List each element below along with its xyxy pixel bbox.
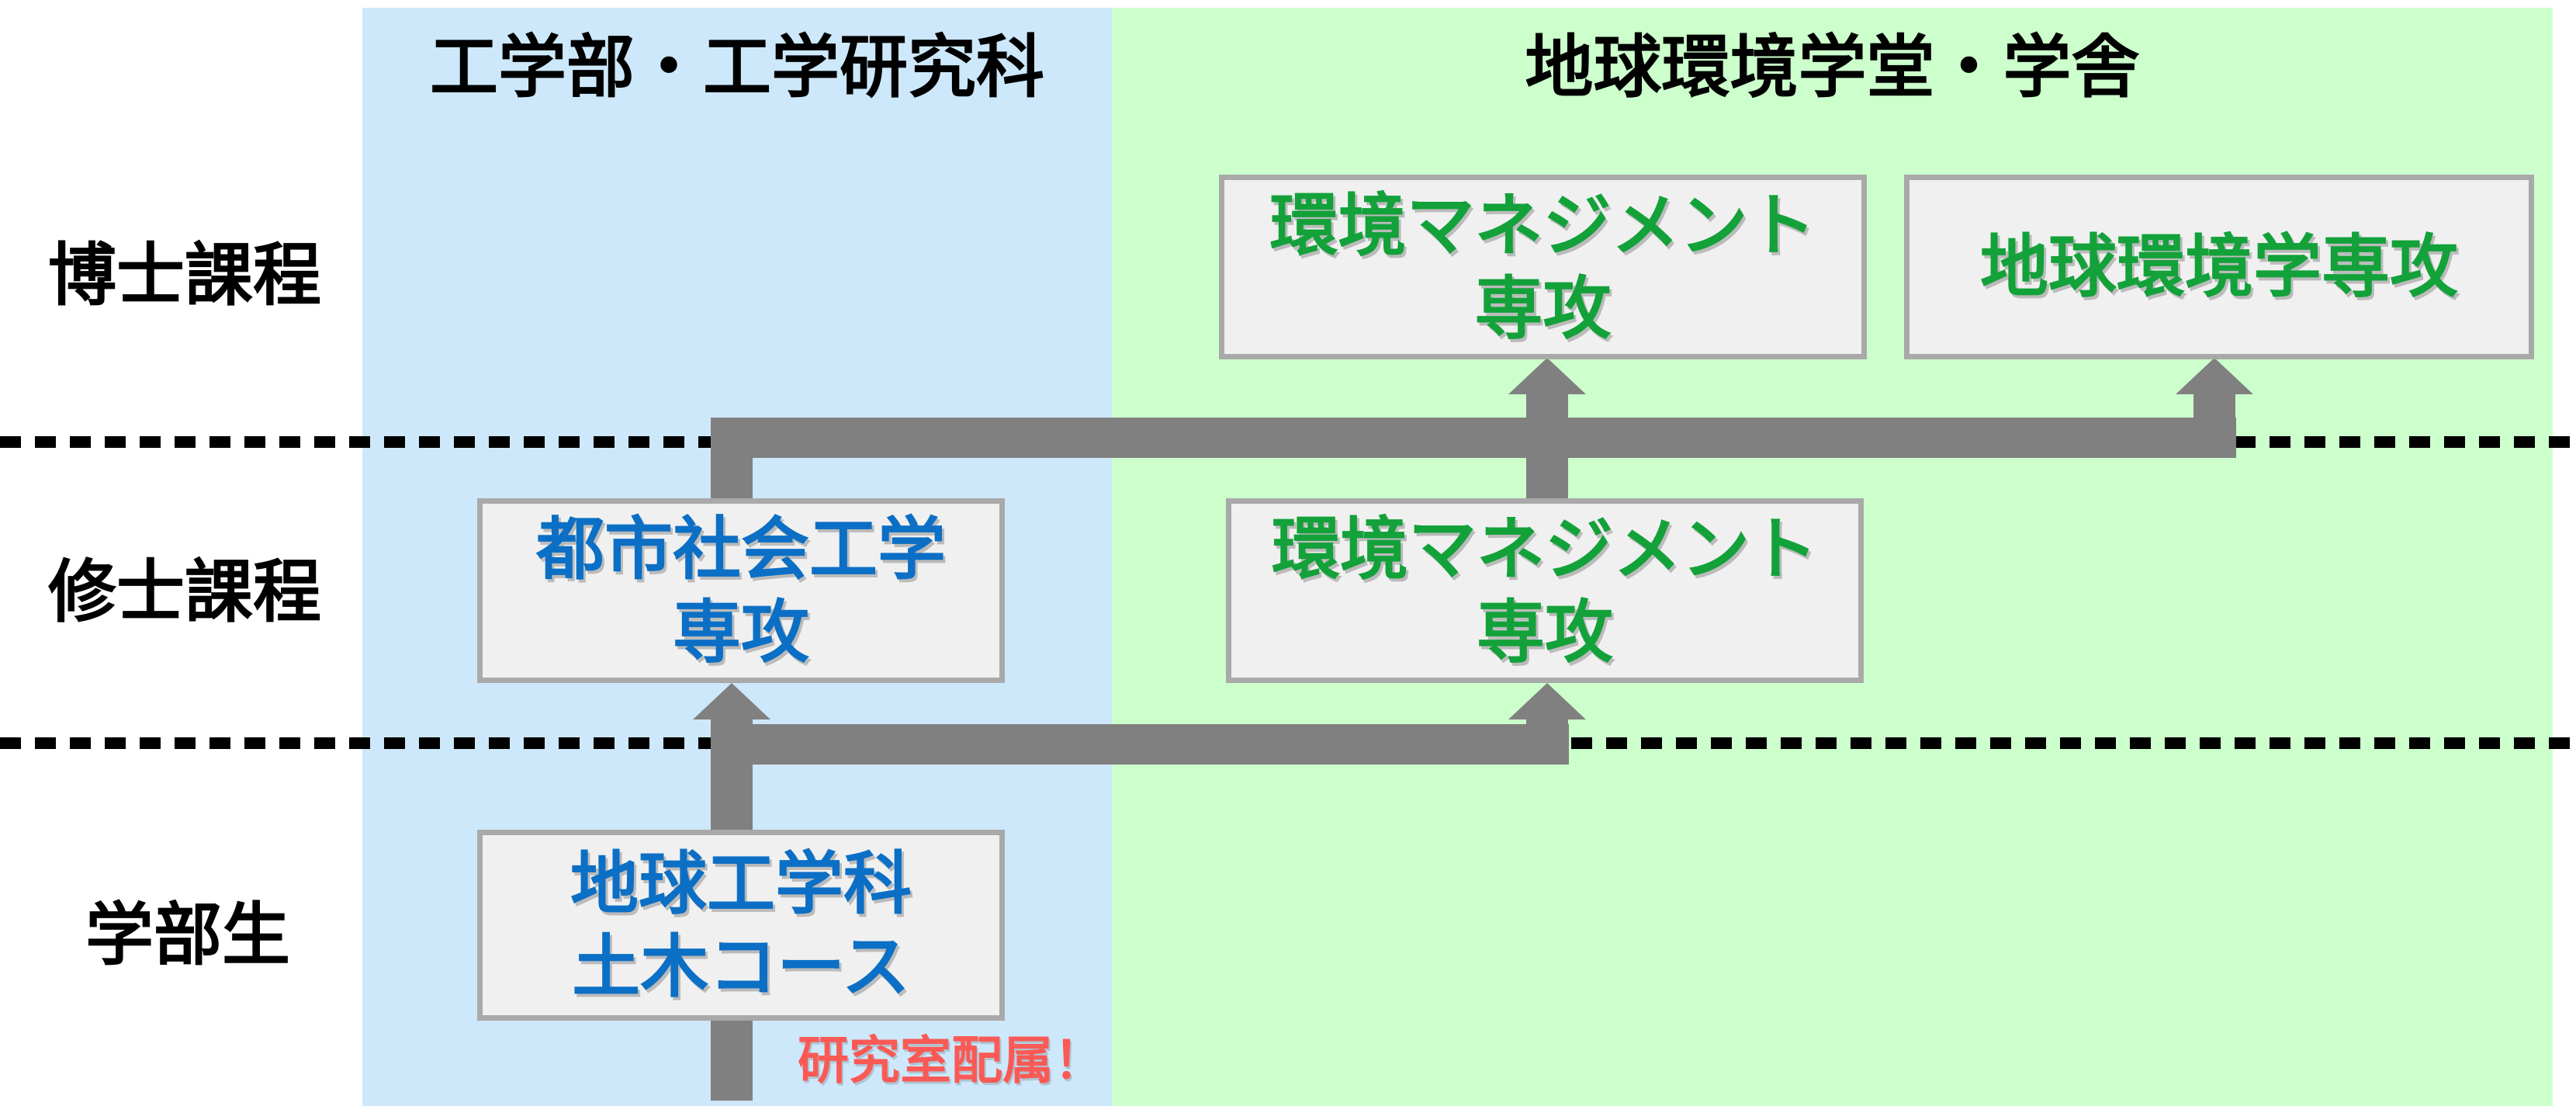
- box-doctoral-global-env-line1: 地球環境学専攻: [1979, 228, 2458, 306]
- row-label-undergraduate: 学部生: [85, 896, 291, 973]
- global-env-column-header: 地球環境学堂・学舎: [1525, 29, 2140, 106]
- arrow-shaft-undergrad-to-urban: [711, 718, 753, 835]
- arrow-shaft-masterenv-to-doctenv: [1526, 392, 1568, 504]
- engineering-column-header: 工学部・工学研究科: [429, 29, 1044, 106]
- lab-assignment-annotation: 研究室配属！: [798, 1032, 1105, 1089]
- box-doctoral-env-mgmt-line1: 環境マネジメント: [1269, 186, 1816, 264]
- box-doctoral-global-env: 地球環境学専攻: [1904, 175, 2534, 359]
- box-master-env-mgmt: 環境マネジメント 専攻: [1226, 498, 1864, 683]
- arrowhead-into-master-urban-icon: [693, 683, 770, 720]
- arrow-shaft-urban-to-bar: [711, 454, 753, 502]
- box-undergrad-civil-course: 地球工学科 土木コース: [477, 830, 1005, 1021]
- arrowhead-into-doctoral-env-icon: [1508, 358, 1586, 394]
- box-undergrad-civil-course-line2: 土木コース: [572, 928, 910, 1005]
- undergrad-to-master-arrow-bar: [711, 724, 1569, 765]
- arrowhead-into-master-env-icon: [1508, 683, 1586, 720]
- box-master-urban-mgmt-line2: 専攻: [672, 594, 809, 671]
- arrow-stub-into-global-env: [2193, 392, 2235, 458]
- box-doctoral-env-mgmt: 環境マネジメント 専攻: [1219, 175, 1867, 359]
- arrowhead-into-doctoral-global-icon: [2176, 358, 2253, 394]
- box-undergrad-civil-course-line1: 地球工学科: [570, 844, 912, 922]
- master-to-doctoral-arrow-bar: [711, 418, 2236, 458]
- box-master-env-mgmt-line1: 環境マネジメント: [1271, 510, 1818, 588]
- arrow-shaft-into-undergrad: [711, 1015, 753, 1101]
- arrow-stub-into-master-env: [1526, 718, 1568, 765]
- box-master-urban-mgmt-line1: 都市社会工学: [535, 510, 946, 588]
- box-master-urban-mgmt: 都市社会工学 専攻: [477, 498, 1005, 683]
- box-doctoral-env-mgmt-line2: 専攻: [1474, 270, 1612, 347]
- row-label-master: 修士課程: [48, 553, 322, 630]
- box-master-env-mgmt-line2: 専攻: [1476, 594, 1613, 671]
- row-label-doctoral: 博士課程: [48, 237, 322, 314]
